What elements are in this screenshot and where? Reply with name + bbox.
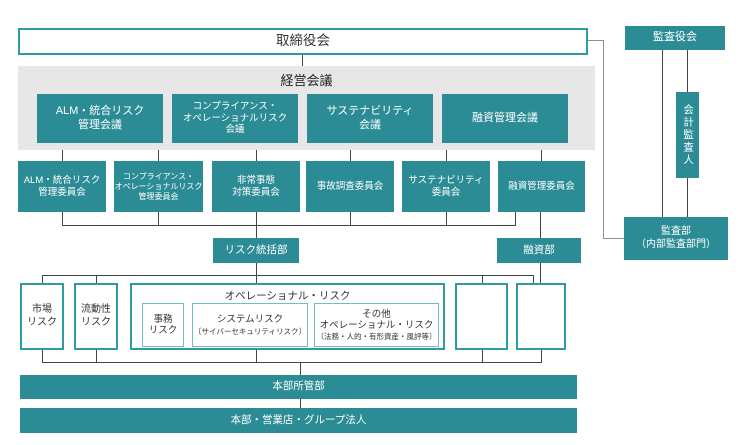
- accounting-auditor-box: 会計監査人: [676, 92, 699, 178]
- system-risk-label: システムリスク: [216, 314, 284, 326]
- connector: [350, 212, 351, 225]
- connector: [62, 150, 63, 161]
- operational-risk-container: オペレーショナル・リスク 事務 リスク システムリスク 〔サイバーセキュリティリ…: [130, 283, 445, 350]
- connector: [446, 150, 447, 161]
- connector: [588, 40, 604, 41]
- connector: [540, 263, 541, 283]
- connector: [158, 212, 159, 225]
- credit-risk-box: [516, 283, 566, 350]
- meeting-sustainability-box: サステナビリティ 会議: [307, 94, 433, 143]
- connector: [541, 150, 542, 161]
- committee-loan-management-box: 融資管理委員会: [498, 161, 585, 212]
- connector: [96, 275, 97, 283]
- meeting-loan-management-box: 融資管理会議: [442, 94, 568, 143]
- connector: [300, 399, 301, 408]
- audit-board-box: 監査役会: [625, 26, 725, 50]
- connector: [256, 225, 257, 238]
- connector: [302, 55, 303, 66]
- connector: [540, 212, 541, 238]
- headquarters-branches-group-bar: 本部・営業店・グループ法人: [20, 408, 577, 433]
- connector: [42, 362, 542, 363]
- connector: [603, 238, 624, 239]
- connector: [256, 150, 257, 161]
- board-of-directors-box: 取締役会: [18, 28, 588, 55]
- connector: [446, 212, 447, 225]
- connector: [42, 350, 43, 362]
- connector: [158, 150, 159, 161]
- connector: [96, 350, 97, 362]
- meeting-compliance-box: コンプライアンス・ オペレーショナルリスク 会議: [172, 94, 298, 143]
- connector: [62, 212, 63, 225]
- committee-compliance-box: コンプライアンス・ オペレーショナルリスク 管理委員会: [114, 161, 203, 212]
- administrative-risk-box: 事務 リスク: [142, 303, 184, 347]
- market-risk-box: 市場 リスク: [20, 283, 64, 350]
- audit-dept-box: 監査部 （内部監査部門）: [624, 217, 728, 260]
- connector: [541, 350, 542, 362]
- system-risk-sublabel: 〔サイバーセキュリティリスク〕: [194, 326, 306, 336]
- other-operational-risk-sublabel: 〔法務・人的・有形資産・風評等〕: [316, 332, 437, 342]
- connector: [662, 50, 663, 217]
- connector: [350, 150, 351, 161]
- other-operational-risk-label: その他 オペレーショナル・リスク: [319, 308, 434, 331]
- connector: [533, 275, 534, 283]
- connector: [482, 350, 483, 362]
- other-operational-risk-box: その他 オペレーショナル・リスク 〔法務・人的・有形資産・風評等〕: [314, 303, 439, 347]
- management-meeting-title: 経営会議: [280, 73, 333, 88]
- loan-dept-box: 融資部: [497, 238, 581, 263]
- connector: [42, 275, 534, 276]
- connector: [256, 212, 257, 225]
- meeting-alm-risk-box: ALM・統合リスク 管理会議: [37, 94, 163, 143]
- committee-accident-investigation-box: 事故調査委員会: [306, 161, 394, 212]
- headquarters-supervising-dept-bar: 本部所管部: [20, 375, 577, 399]
- connector: [256, 350, 257, 362]
- connector: [42, 275, 43, 283]
- committee-sustainability-box: サステナビリティ 委員会: [402, 161, 490, 212]
- committee-alm-risk-box: ALM・統合リスク 管理委員会: [18, 161, 106, 212]
- connector: [482, 275, 483, 283]
- climate-risk-box: [455, 283, 508, 350]
- liquidity-risk-box: 流動性 リスク: [74, 283, 118, 350]
- connector: [256, 263, 257, 283]
- connector: [515, 212, 516, 225]
- committee-emergency-box: 非常事態 対策委員会: [212, 161, 300, 212]
- connector: [603, 40, 604, 238]
- system-risk-box: システムリスク 〔サイバーセキュリティリスク〕: [192, 303, 308, 347]
- connector: [300, 362, 301, 375]
- risk-supervision-dept-box: リスク統括部: [213, 238, 299, 263]
- operational-risk-title: オペレーショナル・リスク: [224, 290, 351, 302]
- connector: [62, 225, 516, 226]
